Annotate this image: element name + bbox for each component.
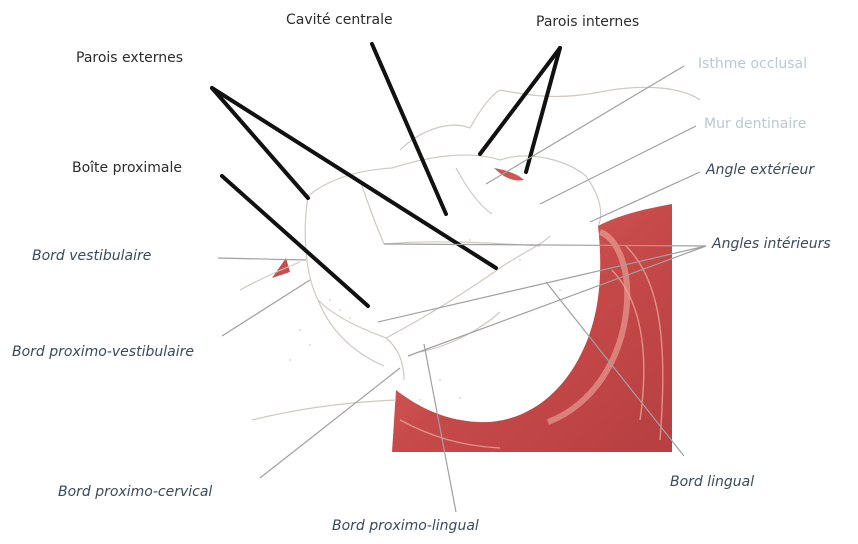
label-boite-proximale: Boîte proximale xyxy=(72,160,182,176)
label-bord-proximo-cervical: Bord proximo-cervical xyxy=(58,484,212,500)
leader-bord-vestibulaire xyxy=(218,258,306,260)
label-cavite-centrale: Cavité centrale xyxy=(286,12,393,28)
label-bord-lingual: Bord lingual xyxy=(670,474,754,490)
gum-small-left xyxy=(272,258,290,278)
label-mur-dentinaire: Mur dentinaire xyxy=(704,116,806,132)
leader-bord-proximo-cervical xyxy=(260,368,400,478)
tooth-stipple xyxy=(289,239,561,401)
label-angles-interieurs: Angles intérieurs xyxy=(712,236,831,252)
leader-boite-proximale xyxy=(222,176,368,306)
label-bord-proximo-vestibulaire: Bord proximo-vestibulaire xyxy=(12,344,194,360)
label-isthme-occlusal: Isthme occlusal xyxy=(698,56,807,72)
gum-tissue xyxy=(392,204,672,452)
leader-parois-internes-1 xyxy=(480,48,560,154)
label-angle-exterieur: Angle extérieur xyxy=(706,162,814,178)
label-bord-vestibulaire: Bord vestibulaire xyxy=(32,248,151,264)
label-parois-externes: Parois externes xyxy=(76,50,183,66)
label-parois-internes: Parois internes xyxy=(536,14,639,30)
label-bord-proximo-lingual: Bord proximo-lingual xyxy=(332,518,479,534)
leader-parois-externes-2 xyxy=(212,88,496,268)
leader-parois-internes-2 xyxy=(526,48,560,172)
leader-isthme-occlusal xyxy=(486,66,684,184)
leader-bord-proximo-vestibulaire xyxy=(222,280,310,336)
